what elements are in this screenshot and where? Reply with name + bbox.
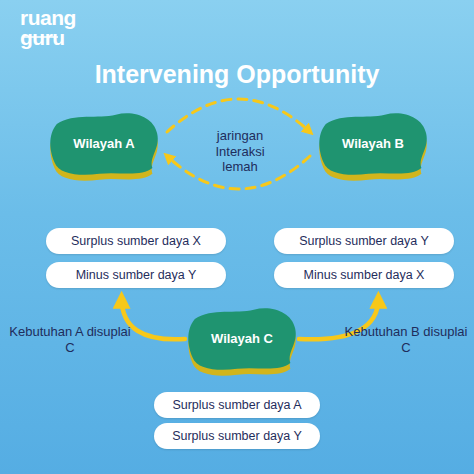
logo-text: ruang guru — [20, 8, 82, 48]
connector — [122, 298, 185, 339]
resource-box: Surplus sumber daya Y — [154, 423, 320, 449]
edge-label: Kebutuhan A disuplai C — [8, 324, 132, 355]
node-text: Surplus sumber daya Y — [299, 234, 429, 248]
resource-box: Minus sumber daya Y — [46, 262, 226, 288]
node-text: Surplus sumber daya Y — [172, 429, 302, 443]
node-text: Wilayah C — [211, 331, 273, 346]
blob-fill — [188, 308, 295, 370]
resource-box: Surplus sumber daya A — [154, 392, 320, 418]
diagram-title: Intervening Opportunity — [0, 60, 474, 89]
node-text: Minus sumber daya Y — [76, 268, 197, 282]
edge-label: jaringan Interaksi lemah — [196, 128, 284, 175]
region-blob: Wilayah A — [45, 110, 163, 182]
region-blob: Wilayah B — [314, 110, 432, 182]
blob-label-holder: Wilayah A — [45, 110, 163, 176]
blob-label-holder: Wilayah B — [314, 110, 432, 176]
blob-fill — [50, 113, 157, 175]
resource-box: Minus sumber daya X — [274, 262, 454, 288]
node-text: Wilayah B — [342, 136, 404, 151]
resource-box: Surplus sumber daya Y — [274, 228, 454, 254]
node-text: Minus sumber daya X — [304, 268, 425, 282]
node-text: Surplus sumber daya A — [172, 398, 301, 412]
connector-line — [167, 99, 310, 132]
region-blob: Wilayah C — [183, 305, 301, 377]
connector-line — [122, 298, 185, 339]
node-text: Wilayah A — [73, 136, 135, 151]
blob-fill — [319, 113, 426, 175]
edge-label: Kebutuhan B disuplai C — [344, 324, 468, 355]
node-text: Surplus sumber daya X — [71, 234, 201, 248]
blob-label-holder: Wilayah C — [183, 305, 301, 371]
resource-box: Surplus sumber daya X — [46, 228, 226, 254]
connector — [167, 99, 310, 189]
